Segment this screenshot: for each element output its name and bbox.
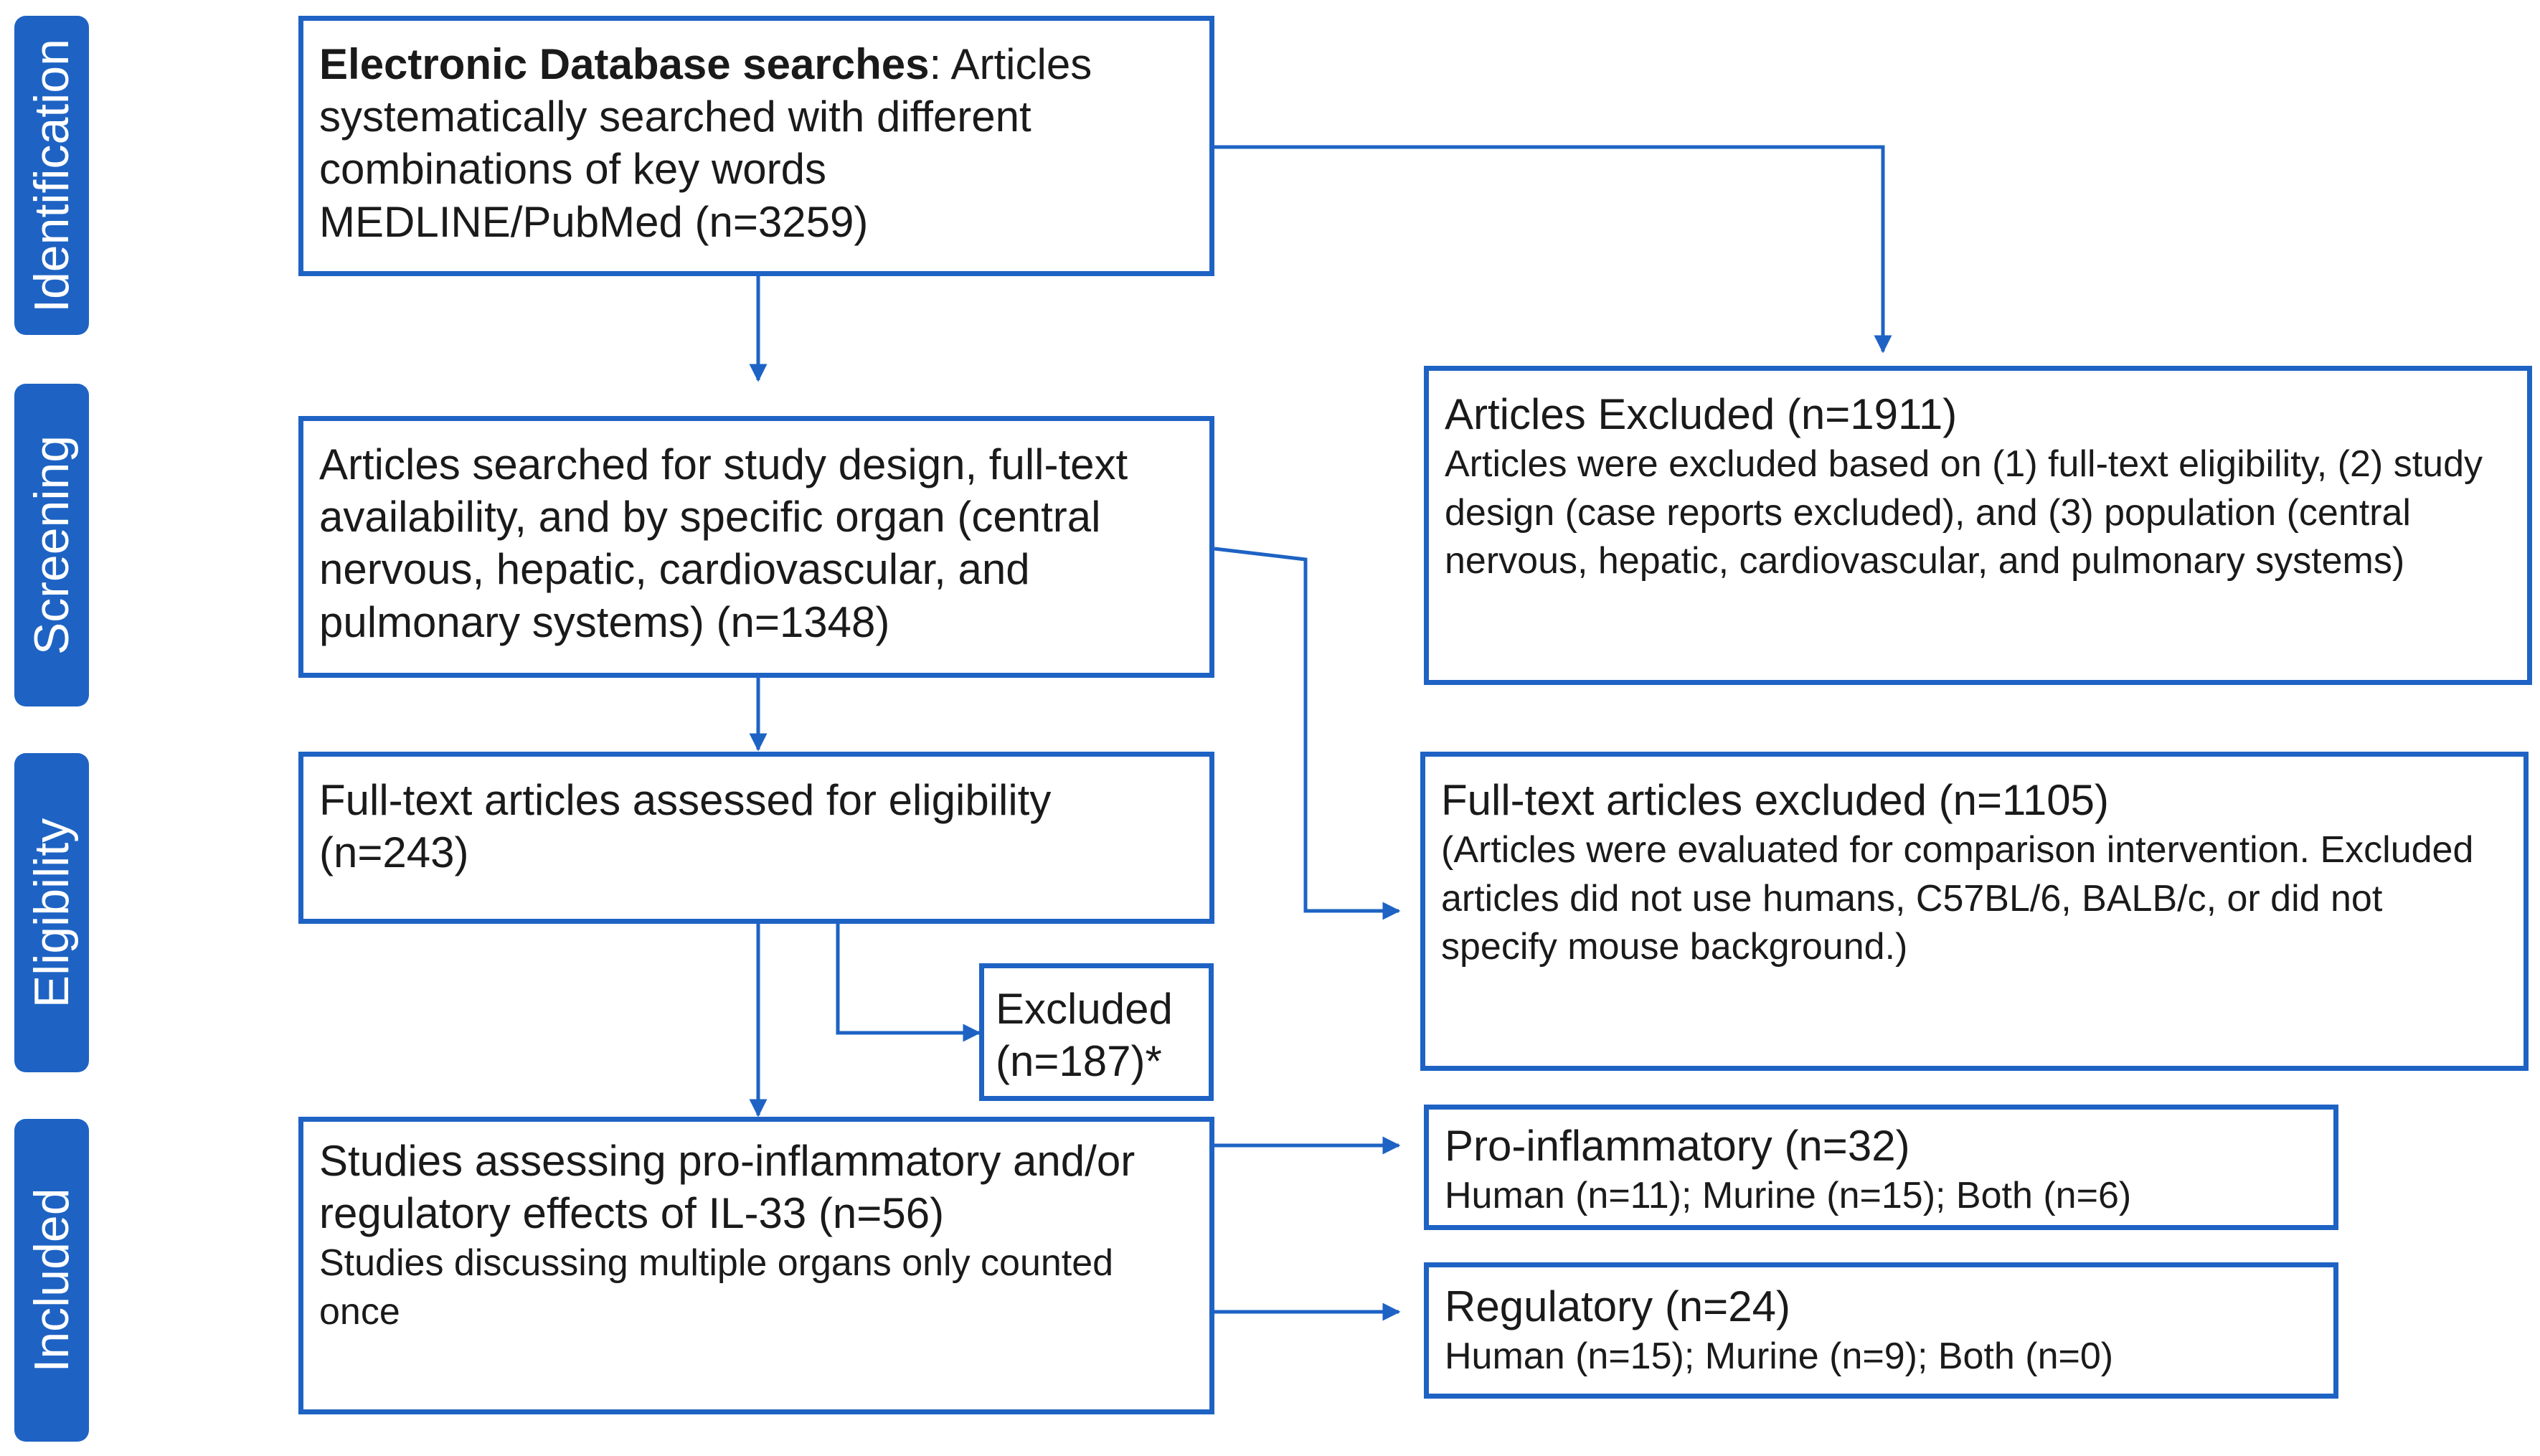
phase-screening: Screening: [14, 384, 89, 706]
regulatory-title: Regulatory (n=24): [1445, 1282, 1790, 1330]
arrow-eligibility-to-excluded-small: [836, 924, 981, 1042]
included-text: Studies discussing multiple organs only …: [319, 1242, 1114, 1333]
database-search-label: Electronic Database searches: [319, 40, 930, 88]
excluded-small-box: Excluded (n=187)*: [979, 963, 1214, 1101]
regulatory-box: Regulatory (n=24) Human (n=15); Murine (…: [1424, 1262, 2338, 1399]
arrow-screening-to-fulltext-excluded: [1214, 547, 1401, 920]
articles-excluded-box: Articles Excluded (n=1911) Articles were…: [1424, 366, 2532, 685]
fulltext-excluded-title: Full-text articles excluded (n=1105): [1441, 776, 2109, 824]
database-search-text: : Articles systematically searched with …: [319, 40, 1092, 246]
eligibility-text: Full-text articles assessed for eligibil…: [319, 776, 1052, 877]
included-box: Studies assessing pro-inflammatory and/o…: [298, 1117, 1214, 1414]
phase-eligibility: Eligibility: [14, 753, 89, 1072]
articles-excluded-title: Articles Excluded (n=1911): [1445, 390, 1958, 438]
excluded-small-line2: (n=187)*: [996, 1037, 1162, 1086]
regulatory-text: Human (n=15); Murine (n=9); Both (n=0): [1445, 1336, 2114, 1378]
articles-excluded-text: Articles were excluded based on (1) full…: [1445, 443, 2483, 582]
phase-identification: Identification: [14, 16, 89, 335]
pro-inflammatory-title: Pro-inflammatory (n=32): [1445, 1122, 1910, 1170]
screening-box: Articles searched for study design, full…: [298, 416, 1214, 678]
database-search-box: Electronic Database searches: Articles s…: [298, 16, 1214, 276]
excluded-small-line1: Excluded: [996, 985, 1173, 1033]
phase-included: Included: [14, 1119, 89, 1442]
screening-text: Articles searched for study design, full…: [319, 440, 1128, 646]
arrow-search-to-excluded: [1214, 145, 1892, 354]
included-title: Studies assessing pro-inflammatory and/o…: [319, 1137, 1136, 1238]
pro-inflammatory-text: Human (n=11); Murine (n=15); Both (n=6): [1445, 1175, 2132, 1217]
pro-inflammatory-box: Pro-inflammatory (n=32) Human (n=11); Mu…: [1424, 1105, 2338, 1230]
eligibility-box: Full-text articles assessed for eligibil…: [298, 752, 1214, 924]
fulltext-excluded-box: Full-text articles excluded (n=1105) (Ar…: [1420, 752, 2529, 1071]
fulltext-excluded-text: (Articles were evaluated for comparison …: [1441, 829, 2474, 968]
